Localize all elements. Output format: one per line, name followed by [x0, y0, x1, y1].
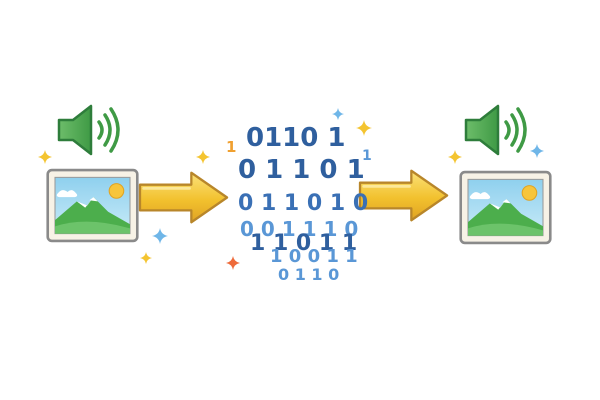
binary-row-5: 1 1 0 1 1 — [250, 231, 357, 256]
right-speaker-icon — [464, 104, 527, 156]
binary-row-3: 0 1 1 0 1 0 — [238, 191, 368, 216]
sparkle-icon — [38, 150, 52, 164]
left-image-icon — [46, 168, 139, 243]
sparkle-icon — [356, 120, 372, 136]
binary-row-2: 0 1 1 0 1 — [238, 155, 365, 185]
binary-data-cloud: 0110 1 0 1 1 0 1 0 1 1 0 1 0 0 0 1 1 1 0… — [226, 123, 372, 284]
binary-row-1: 0110 1 — [246, 123, 346, 153]
stray-bit-2: 1 — [362, 148, 372, 164]
left-speaker-icon — [57, 104, 120, 156]
right-image-icon — [459, 170, 552, 245]
left-arrow-icon — [138, 171, 229, 224]
sparkle-icon — [448, 150, 462, 164]
stray-bit-1: 1 — [226, 138, 236, 156]
binary-row-6: 1 0 0 1 1 — [270, 246, 358, 267]
sparkle-icon — [196, 150, 210, 164]
sparkle-icon — [152, 228, 168, 244]
binary-row-7: 0 1 1 0 — [278, 265, 339, 284]
sparkle-icon — [530, 144, 544, 158]
binary-row-4: 0 0 1 1 1 0 — [240, 217, 358, 241]
sparkle-icon — [226, 256, 240, 270]
right-arrow-icon — [358, 169, 449, 222]
sparkle-icon — [332, 108, 344, 120]
sparkle-icon — [140, 252, 152, 264]
